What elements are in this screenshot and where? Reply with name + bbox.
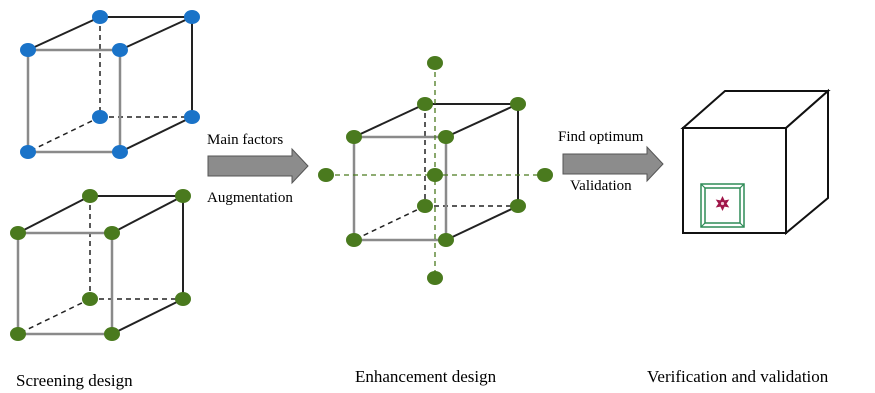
caption-screening-design: Screening design [16, 371, 133, 390]
design-point [10, 327, 26, 341]
arrow-find-optimum [562, 145, 664, 183]
axial-point [537, 168, 553, 182]
screening-cube-blue [20, 10, 200, 159]
design-point [184, 10, 200, 24]
screening-cube-green [10, 189, 191, 341]
axial-point [427, 271, 443, 285]
design-point [510, 199, 526, 213]
design-point [10, 226, 26, 240]
star-burst-icon [715, 196, 730, 211]
design-point [438, 233, 454, 247]
center-point [427, 168, 443, 182]
design-point [92, 10, 108, 24]
design-point [104, 327, 120, 341]
arrow-label-validation: Validation [570, 178, 632, 194]
design-point [82, 189, 98, 203]
design-point [346, 233, 362, 247]
design-point [175, 189, 191, 203]
arrow-main-factors [207, 147, 309, 185]
design-point [112, 145, 128, 159]
design-point [20, 145, 36, 159]
design-point [20, 43, 36, 57]
verification-cube [680, 88, 831, 236]
arrow-label-find-optimum: Find optimum [558, 129, 644, 145]
design-point [104, 226, 120, 240]
design-point [417, 199, 433, 213]
caption-verification-validation: Verification and validation [647, 367, 829, 386]
design-point [417, 97, 433, 111]
design-point [346, 130, 362, 144]
design-point [112, 43, 128, 57]
design-point [92, 110, 108, 124]
caption-enhancement-design: Enhancement design [355, 367, 497, 386]
arrow-label-augmentation: Augmentation [207, 190, 293, 206]
design-point [175, 292, 191, 306]
arrow-label-main-factors: Main factors [207, 132, 283, 148]
optimum-region [700, 183, 745, 228]
axial-point [427, 56, 443, 70]
enhancement-cube [318, 56, 553, 285]
design-point [510, 97, 526, 111]
design-point [184, 110, 200, 124]
design-point [82, 292, 98, 306]
axial-point [318, 168, 334, 182]
design-point [438, 130, 454, 144]
